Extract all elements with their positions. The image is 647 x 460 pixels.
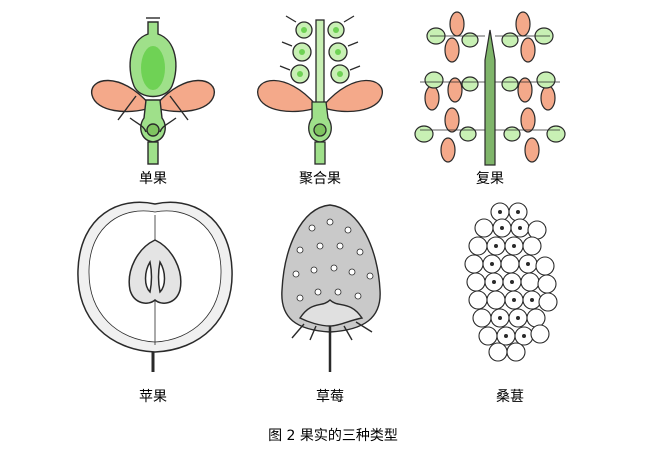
figure-caption: 图 2 果实的三种类型 [183, 427, 483, 445]
label-strawberry: 草莓 [270, 388, 390, 406]
label-multiple-fruit: 复果 [430, 170, 550, 188]
simple-fruit-illustration [92, 18, 215, 164]
label-aggregate-fruit: 聚合果 [260, 170, 380, 188]
aggregate-fruit-illustration [258, 16, 383, 164]
mulberry-illustration [465, 203, 557, 361]
label-mulberry: 桑葚 [450, 388, 570, 406]
label-simple-fruit: 单果 [93, 170, 213, 188]
apple-cross-section-illustration [78, 202, 232, 372]
strawberry-illustration [282, 205, 380, 372]
label-apple: 苹果 [93, 388, 213, 406]
multiple-fruit-illustration [415, 12, 565, 165]
